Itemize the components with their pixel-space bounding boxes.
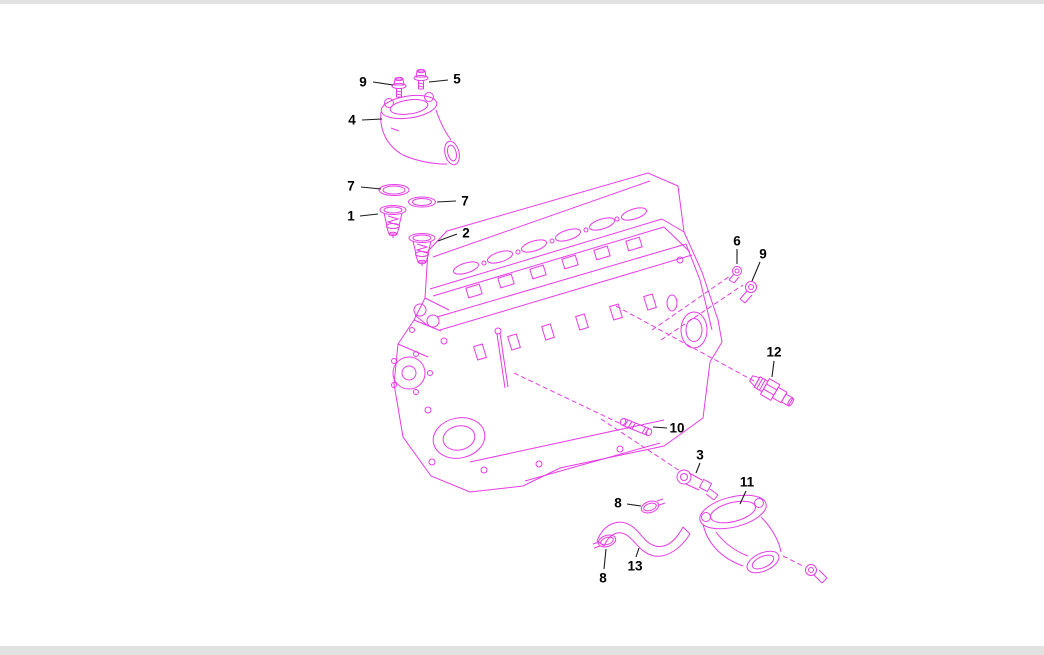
hose-13-drawing <box>596 521 691 557</box>
bottom-border <box>0 646 1044 655</box>
part-label-8-top: 8 <box>614 495 622 511</box>
hose-clamp-8-top-drawing <box>640 498 666 514</box>
bolt-6-drawing <box>728 266 742 284</box>
seal-ring-7-left-drawing <box>378 184 410 196</box>
engine-block-drawing <box>391 172 723 493</box>
assembly-axis-lines <box>513 275 804 567</box>
top-border <box>0 0 1044 4</box>
thermostat-1-drawing <box>379 205 407 238</box>
part-label-4: 4 <box>348 112 356 128</box>
thermostat-housing-drawing <box>380 92 460 166</box>
seal-ring-7-right-drawing <box>408 196 436 208</box>
bolt-9-top-drawing <box>391 76 407 98</box>
bolt-5-drawing <box>413 68 429 90</box>
part-label-13: 13 <box>627 558 643 574</box>
part-label-9-right: 9 <box>759 246 767 262</box>
bolt-9-right-drawing <box>739 281 757 304</box>
fitting-3-drawing <box>676 469 719 501</box>
part-label-2: 2 <box>462 225 470 241</box>
leader-lines <box>359 79 775 570</box>
part-label-7-right: 7 <box>461 193 469 209</box>
thermostat-2-drawing <box>408 233 436 266</box>
part-label-1: 1 <box>347 208 355 224</box>
hose-clamp-8-bottom-drawing <box>592 534 617 549</box>
part-label-9-top: 9 <box>359 74 367 90</box>
outlet-housing-11-drawing <box>699 494 782 574</box>
part-label-6: 6 <box>733 233 741 249</box>
part-label-5: 5 <box>453 71 461 87</box>
part-label-12: 12 <box>766 344 782 360</box>
part-label-10: 10 <box>669 420 685 436</box>
part-label-11: 11 <box>739 474 755 490</box>
part-label-7-left: 7 <box>347 178 355 194</box>
part-label-3: 3 <box>696 447 704 463</box>
part-label-8-bottom: 8 <box>599 570 607 586</box>
stud-10-drawing <box>619 417 653 437</box>
plug-drawing <box>805 564 828 584</box>
